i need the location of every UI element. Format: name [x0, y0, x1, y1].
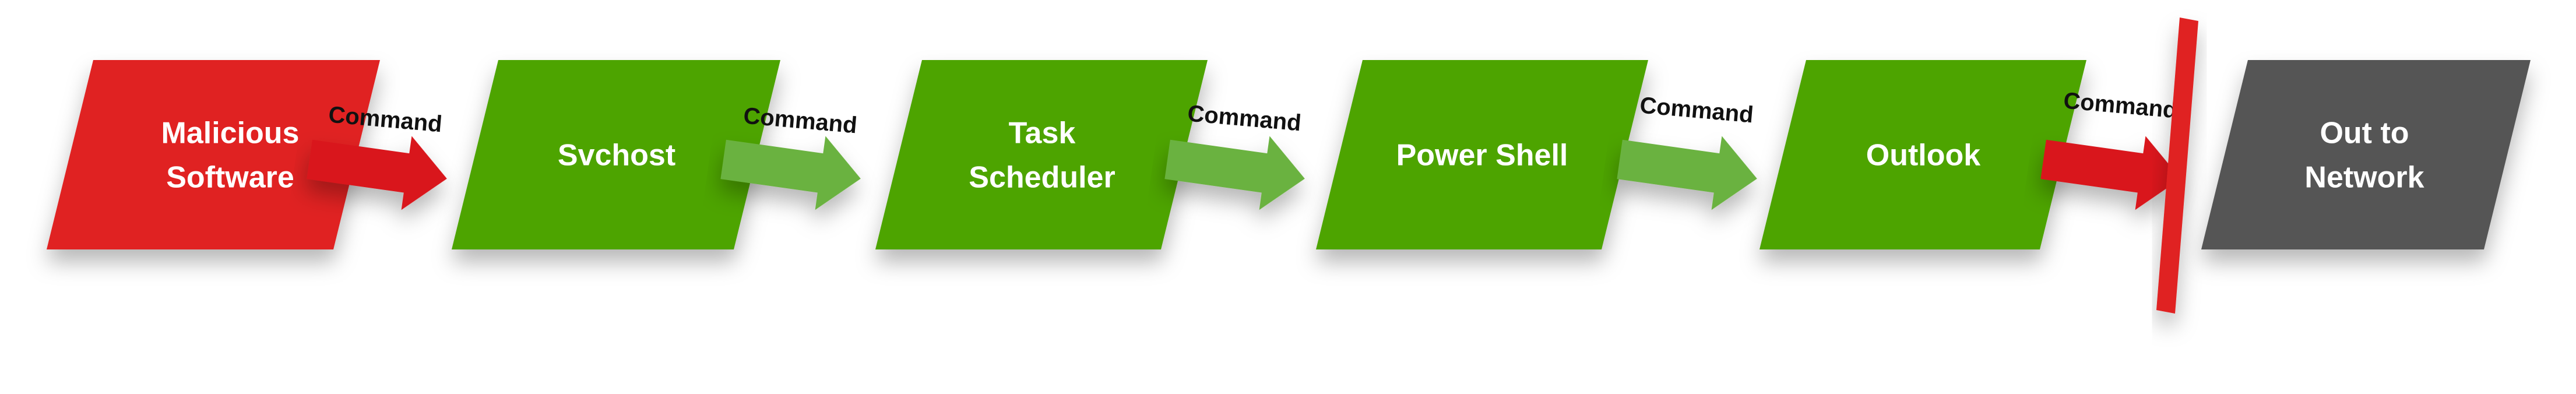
arrow-shape — [720, 136, 861, 210]
command-connector: Command — [720, 103, 861, 210]
node-label: Scheduler — [969, 161, 1115, 195]
arrow-shape — [2040, 136, 2181, 210]
node-outlook: Outlook — [1759, 60, 2086, 249]
node-svchost: Svchost — [452, 60, 780, 249]
node-label: Svchost — [558, 139, 675, 173]
arrow-shape — [1164, 136, 1305, 210]
command-label: Command — [1187, 101, 1303, 136]
command-label: Command — [1639, 93, 1755, 128]
node-shape — [2201, 60, 2531, 249]
arrow-shape — [307, 136, 447, 210]
node-label: Outlook — [1866, 139, 1981, 173]
node-shape — [1759, 60, 2086, 249]
node-power-shell: Power Shell — [1316, 60, 1648, 249]
node-label: Network — [2304, 161, 2424, 195]
arrow-shape — [1617, 136, 1757, 210]
node-label: Task — [1009, 117, 1076, 150]
node-label: Software — [166, 161, 294, 195]
command-connector: Command — [1617, 93, 1757, 210]
node-label: Out to — [2320, 117, 2409, 150]
node-shape — [452, 60, 780, 249]
node-shape — [1316, 60, 1648, 249]
barrier-line — [2156, 17, 2198, 314]
node-out-to-network: Out to Network — [2201, 60, 2531, 249]
command-label: Command — [2063, 88, 2179, 124]
node-shape — [875, 60, 1208, 249]
node-shape — [47, 60, 380, 249]
node-label: Malicious — [161, 117, 300, 150]
node-label: Power Shell — [1396, 139, 1568, 173]
